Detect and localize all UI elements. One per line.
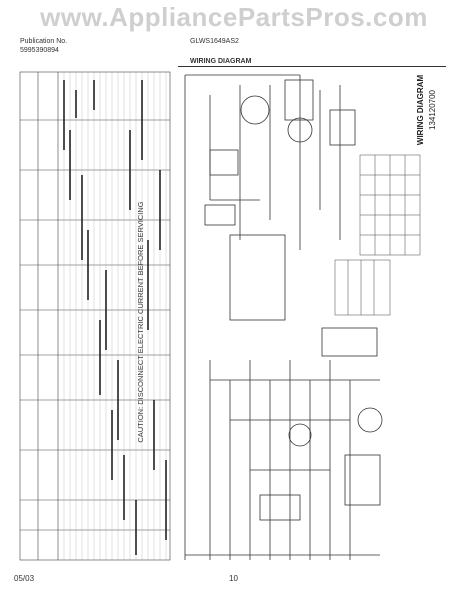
- publication-number: 5995390894: [20, 47, 59, 54]
- timer-chart-rows: [63, 72, 167, 560]
- header-rule: [178, 66, 446, 67]
- footer-date: 05/03: [14, 574, 35, 583]
- schematic-components: [204, 79, 383, 521]
- publication-label: Publication No.: [20, 38, 68, 45]
- timer-sequence-chart: [19, 71, 171, 561]
- reference-tables: [334, 154, 421, 316]
- model-number: GLWS1649AS2: [190, 38, 239, 45]
- watermark-logo: www.AppliancePartsPros.com: [40, 2, 428, 32]
- timer-contact-bars: [63, 80, 167, 555]
- schematic-wires: [184, 74, 380, 560]
- page-number: 10: [229, 574, 238, 583]
- page-title: WIRING DIAGRAM: [190, 58, 252, 65]
